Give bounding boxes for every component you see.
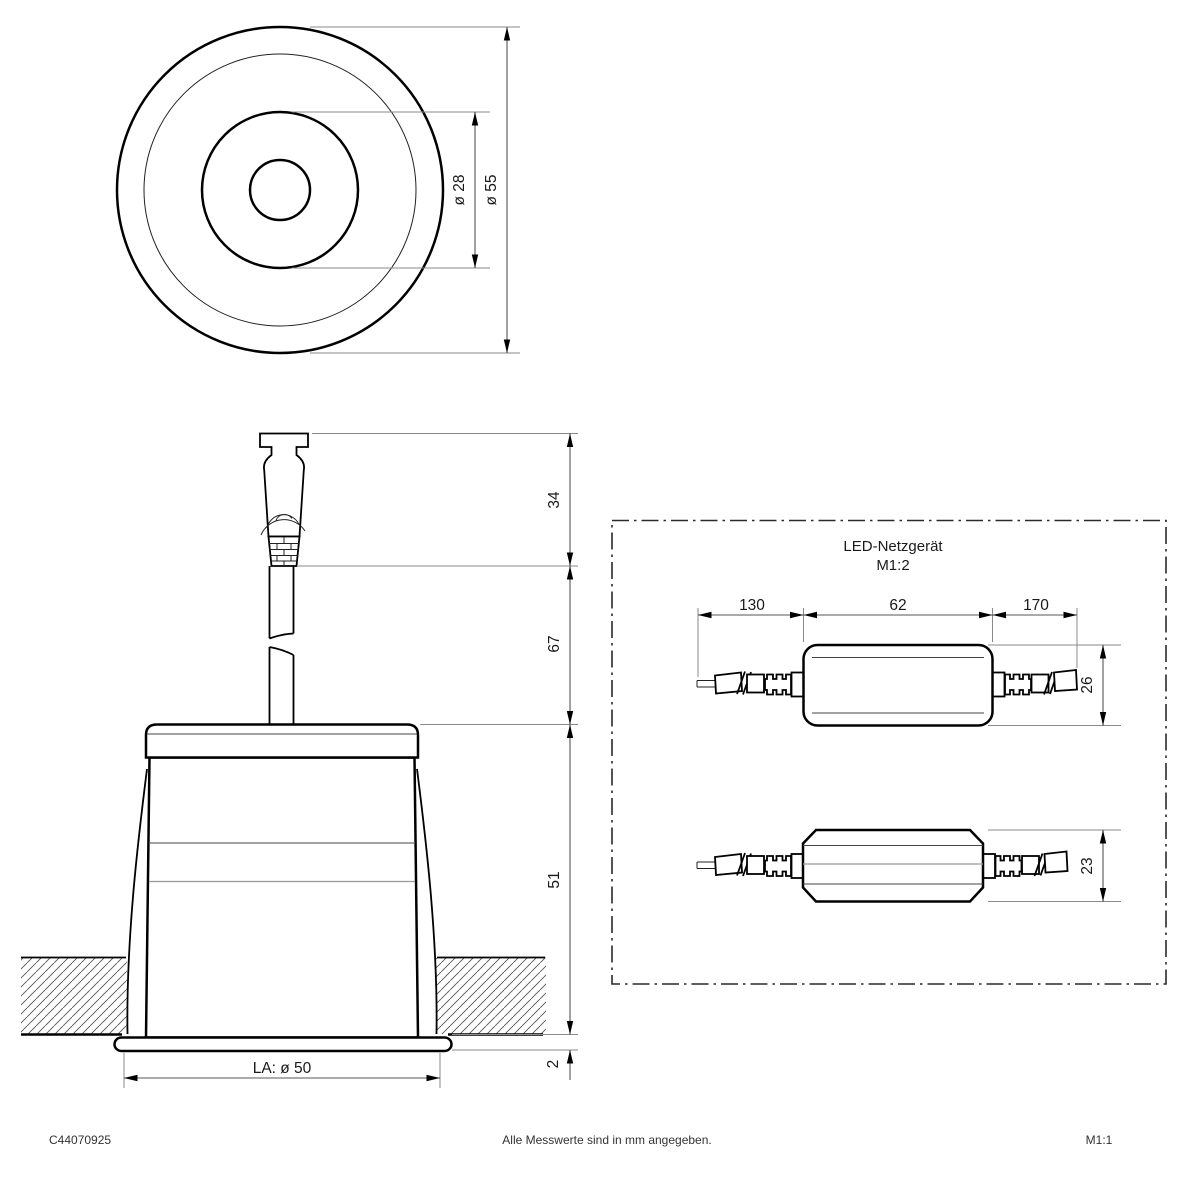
label-d28: ø 28 xyxy=(451,174,468,205)
psu-detail-box: LED-Netzgerät M1:2 130 62 170 xyxy=(611,519,1167,985)
plug-connector xyxy=(259,432,309,567)
label-dim-la: LA: ø 50 xyxy=(253,1060,312,1077)
label-dim-130: 130 xyxy=(739,597,765,614)
top-view: ø 28 ø 55 xyxy=(115,25,520,355)
footer: C44070925 Alle Messwerte sind in mm ange… xyxy=(49,1133,1113,1147)
dimension-d55: ø 55 xyxy=(310,26,520,354)
footer-note: Alle Messwerte sind in mm angegeben. xyxy=(502,1133,711,1147)
dimension-d28: ø 28 xyxy=(292,111,490,269)
label-dim-34: 34 xyxy=(546,491,563,509)
spring-clip-left xyxy=(126,768,148,1035)
cable xyxy=(268,566,295,725)
psu-box-scale: M1:2 xyxy=(876,557,909,574)
side-view: 34 67 51 2 LA: ø 50 xyxy=(21,432,578,1088)
psu-length-dimensions: 130 62 170 xyxy=(697,597,1078,677)
article-number: C44070925 xyxy=(49,1133,111,1147)
psu-side-view xyxy=(697,828,1068,903)
label-dim-170: 170 xyxy=(1023,597,1049,614)
luminaire-body xyxy=(113,723,453,1053)
footer-scale: M1:1 xyxy=(1086,1133,1113,1147)
psu-box-title: LED-Netzgerät xyxy=(843,538,943,555)
label-dim-23: 23 xyxy=(1079,857,1096,874)
spring-clip-right xyxy=(416,768,438,1035)
label-dim-2: 2 xyxy=(545,1060,562,1069)
label-dim-62: 62 xyxy=(889,597,906,614)
dimension-cutout: LA: ø 50 xyxy=(123,1053,441,1088)
psu-depth-dimension: 23 xyxy=(988,829,1121,902)
psu-height-dimension: 26 xyxy=(988,644,1121,726)
dimension-chain-vertical: 34 67 51 2 xyxy=(298,433,578,1080)
label-dim-67: 67 xyxy=(546,635,563,652)
label-d55: ø 55 xyxy=(483,174,500,205)
label-dim-51: 51 xyxy=(546,871,563,888)
psu-top-view xyxy=(697,643,1077,727)
label-dim-26: 26 xyxy=(1079,676,1096,693)
mounting-wall xyxy=(21,956,546,1036)
